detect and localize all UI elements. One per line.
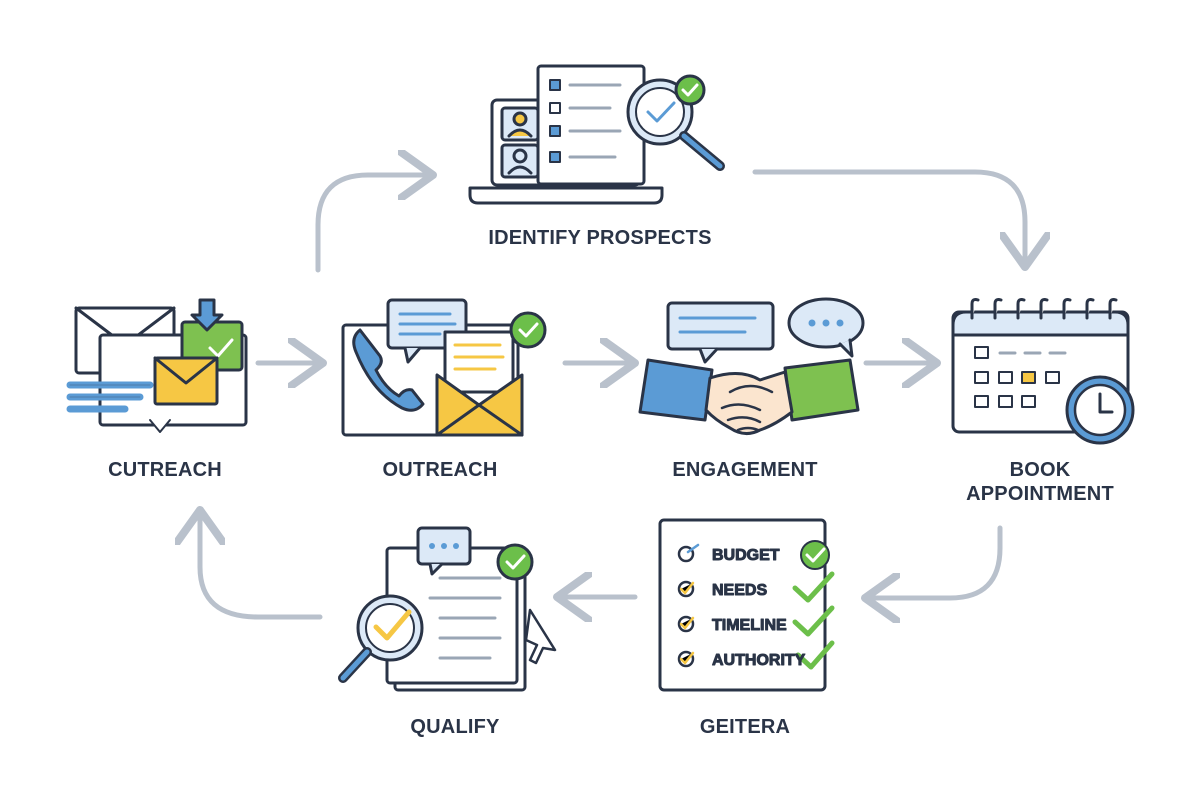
criteria-timeline-label: TIMELINE	[712, 617, 787, 634]
criteria-authority-label: AUTHORITY	[712, 652, 806, 669]
envelope-icon	[153, 356, 219, 406]
stage-label-cutreach: CUTREACH	[108, 459, 222, 481]
envelope-icon	[435, 373, 524, 437]
checkmark-icon	[792, 540, 835, 670]
check-badge-icon	[674, 74, 706, 106]
document-icon	[385, 546, 527, 692]
qualify-illustration	[338, 526, 557, 692]
engagement-illustration	[638, 297, 865, 435]
phone-icon	[352, 328, 425, 412]
chat-bubble-icon	[416, 526, 472, 576]
stage-label-book-line1: BOOK	[1009, 459, 1071, 481]
arrow-identify-to-book	[752, 169, 1025, 262]
stage-label-outreach: OUTREACH	[382, 459, 498, 481]
book-appointment-illustration	[951, 298, 1135, 445]
stage-label-book-line2: APPOINTMENT	[966, 483, 1114, 505]
checklist-icon	[677, 543, 700, 668]
stage-label-qualify: QUALIFY	[410, 716, 500, 738]
stage-label-engagement: ENGAGEMENT	[672, 459, 818, 481]
criteria-checklist: BUDGET NEEDS TIMELINE AUTHORITY	[658, 518, 835, 692]
criteria-needs-label: NEEDS	[712, 582, 767, 599]
arrow-book-to-criteria	[870, 525, 1003, 598]
flow-arrows	[200, 172, 1025, 617]
arrow-qualify-to-cutreach	[200, 515, 323, 620]
magnifier-icon	[338, 594, 424, 683]
outreach-illustration	[341, 298, 547, 437]
download-arrow-icon	[190, 298, 224, 332]
arrow-cutreach-to-identify	[315, 175, 428, 273]
stage-label-identify-prospects: IDENTIFY PROSPECTS	[488, 227, 712, 249]
checklist-icon	[536, 64, 646, 186]
handshake-icon	[638, 358, 860, 435]
check-badge-icon	[496, 543, 534, 581]
cutreach-illustration	[66, 298, 248, 433]
stage-label-criteria: GEITERA	[699, 716, 791, 738]
chat-bubble-icon	[787, 297, 865, 358]
criteria-budget-label: BUDGET	[712, 547, 780, 564]
stage-label-book-appointment: BOOK APPOINTMENT	[930, 458, 1150, 506]
cursor-icon	[524, 608, 557, 665]
chat-bubble-icon	[666, 301, 775, 364]
identify-prospects-illustration	[468, 64, 725, 205]
clock-icon	[1065, 375, 1135, 445]
check-badge-icon	[509, 311, 547, 349]
